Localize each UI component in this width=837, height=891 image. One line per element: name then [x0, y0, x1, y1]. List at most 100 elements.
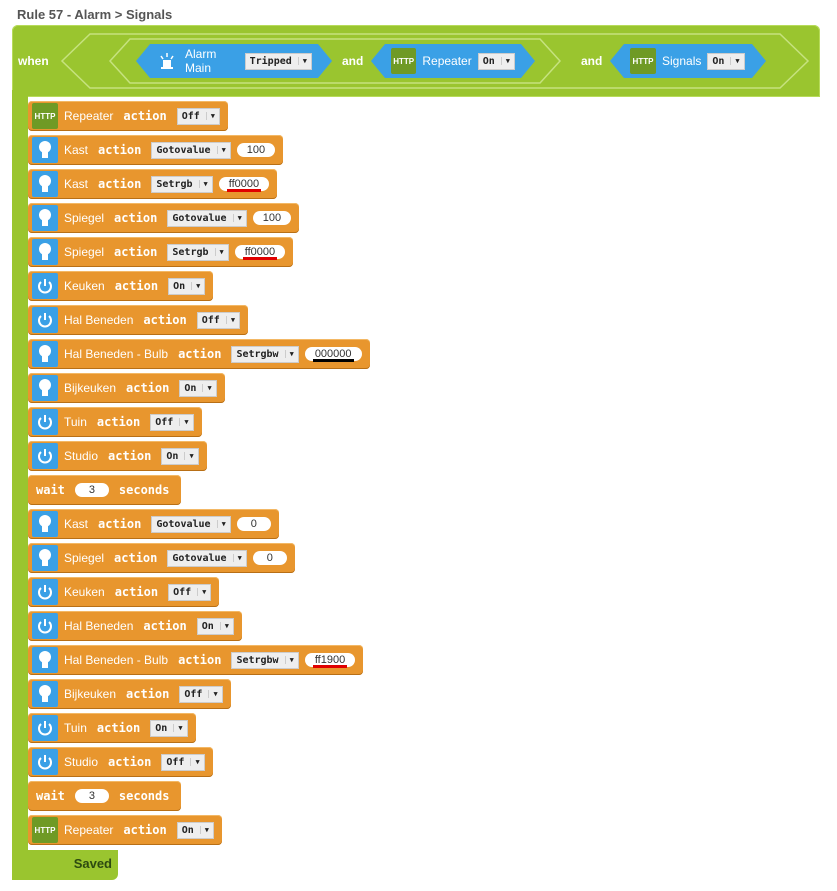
power-icon [32, 443, 58, 469]
action-block[interactable]: Keuken action On▼ [28, 271, 214, 301]
device-name: Kast [64, 177, 89, 191]
condition-state-dropdown[interactable]: On▼ [707, 53, 744, 70]
device-name: Bijkeuken [64, 687, 117, 701]
action-label: action [126, 687, 170, 701]
power-icon [32, 273, 58, 299]
action-dropdown[interactable]: Setrgb▼ [167, 243, 229, 261]
action-label: action [178, 347, 222, 361]
seconds-label: seconds [118, 789, 170, 803]
condition-device: Repeater [422, 54, 472, 68]
value-input[interactable]: 100 [236, 143, 276, 157]
action-dropdown[interactable]: On▼ [179, 379, 217, 397]
action-block[interactable]: Spiegel action Gotovalue▼0 [28, 543, 295, 573]
power-icon [32, 409, 58, 435]
action-block[interactable]: Hal Beneden - Bulb action Setrgbw▼ff1900 [28, 645, 364, 675]
value-input[interactable]: ff0000 [218, 177, 270, 192]
action-dropdown[interactable]: Off▼ [176, 107, 221, 125]
wait-block[interactable]: wait 3 seconds [28, 781, 182, 811]
power-icon [32, 579, 58, 605]
action-dropdown[interactable]: Gotovalue▼ [151, 141, 231, 159]
http-icon: HTTP [391, 48, 416, 74]
action-dropdown[interactable]: On▼ [196, 617, 235, 635]
condition-state-dropdown[interactable]: On▼ [478, 53, 515, 70]
action-block[interactable]: Kast action Setrgb▼ff0000 [28, 169, 278, 199]
action-block[interactable]: Hal Beneden - Bulb action Setrgbw▼ 000000 [28, 339, 370, 369]
action-dropdown[interactable]: On▼ [161, 447, 199, 465]
device-name: Tuin [64, 721, 87, 735]
action-block[interactable]: Bijkeuken action Off▼ [28, 679, 231, 709]
action-block[interactable]: Kast action Gotovalue▼0 [28, 509, 279, 539]
and-label: and [342, 54, 364, 68]
action-dropdown[interactable]: On▼ [176, 821, 214, 839]
bulb-icon [32, 341, 58, 367]
value-input[interactable]: 0 [236, 517, 271, 531]
action-dropdown[interactable]: Setrgb▼ [151, 175, 213, 193]
device-name: Kast [64, 143, 89, 157]
condition-repeater[interactable]: HTTP Repeater On▼ [371, 44, 535, 78]
bulb-icon [32, 171, 58, 197]
action-block[interactable]: Spiegel action Gotovalue▼100 [28, 203, 300, 233]
wait-block[interactable]: wait 3 seconds [28, 475, 182, 505]
when-label: when [18, 54, 49, 68]
action-dropdown[interactable]: Off▼ [161, 753, 205, 771]
value-input[interactable]: ff0000 [234, 245, 286, 260]
condition-device: Signals [662, 54, 702, 68]
condition-device: Alarm Main [184, 47, 217, 75]
device-name: Studio [64, 755, 99, 769]
bulb-icon [32, 511, 58, 537]
power-icon [32, 749, 58, 775]
action-dropdown[interactable]: Setrgbw▼ [231, 651, 299, 669]
value-input[interactable]: ff1900 [304, 653, 356, 668]
action-block[interactable]: Studio action On▼ [28, 441, 207, 471]
device-name: Hal Beneden - Bulb [64, 347, 169, 361]
action-label: action [123, 109, 167, 123]
action-dropdown[interactable]: Setrgbw▼ [231, 345, 299, 363]
bulb-icon [32, 375, 58, 401]
action-dropdown[interactable]: Off▼ [168, 583, 212, 601]
action-dropdown[interactable]: On▼ [168, 277, 206, 295]
action-block[interactable]: Keuken action Off▼ [28, 577, 220, 607]
wait-seconds-input[interactable]: 3 [74, 789, 109, 803]
action-block[interactable]: Spiegel action Setrgb▼ff0000 [28, 237, 294, 267]
action-block[interactable]: Tuin action Off▼ [28, 407, 202, 437]
seconds-label: seconds [118, 483, 170, 497]
value-input[interactable]: 000000 [304, 347, 362, 362]
action-dropdown[interactable]: Gotovalue▼ [167, 209, 247, 227]
and-label: and [581, 54, 603, 68]
condition-state-dropdown[interactable]: Tripped▼ [245, 53, 312, 70]
action-dropdown[interactable]: Gotovalue▼ [167, 549, 247, 567]
device-name: Hal Beneden - Bulb [64, 653, 169, 667]
action-label: action [96, 721, 141, 735]
action-label: action [143, 619, 187, 633]
wait-seconds-input[interactable]: 3 [74, 483, 109, 497]
action-dropdown[interactable]: Off▼ [150, 413, 194, 431]
action-label: action [98, 143, 142, 157]
action-label: action [114, 585, 159, 599]
saved-status: Saved [73, 856, 112, 871]
action-block[interactable]: Tuin action On▼ [28, 713, 196, 743]
action-label: action [114, 211, 158, 225]
http-icon: HTTP [630, 48, 656, 74]
power-icon [32, 715, 58, 741]
action-block[interactable]: Kast action Gotovalue▼ 100 [28, 135, 284, 165]
action-block[interactable]: Hal Beneden action Off▼ [28, 305, 249, 335]
status-bar: Saved [12, 850, 118, 880]
value-input[interactable]: 100 [252, 211, 292, 225]
action-dropdown[interactable]: Off▼ [196, 311, 241, 329]
value-input[interactable]: 0 [252, 551, 287, 565]
action-block[interactable]: Studio action Off▼ [28, 747, 213, 777]
action-dropdown[interactable]: Off▼ [179, 685, 223, 703]
action-dropdown[interactable]: On▼ [150, 719, 188, 737]
action-block[interactable]: Bijkeuken action On▼ [28, 373, 225, 403]
bulb-icon [32, 545, 58, 571]
action-block[interactable]: Hal Beneden action On▼ [28, 611, 243, 641]
device-name: Bijkeuken [64, 381, 117, 395]
condition-signals[interactable]: HTTP Signals On▼ [610, 44, 766, 78]
condition-alarm-main[interactable]: Alarm Main Tripped▼ [136, 44, 332, 78]
action-dropdown[interactable]: Gotovalue▼ [151, 515, 231, 533]
bulb-icon [32, 205, 58, 231]
wait-label: wait [36, 789, 65, 803]
alarm-icon [156, 48, 179, 74]
